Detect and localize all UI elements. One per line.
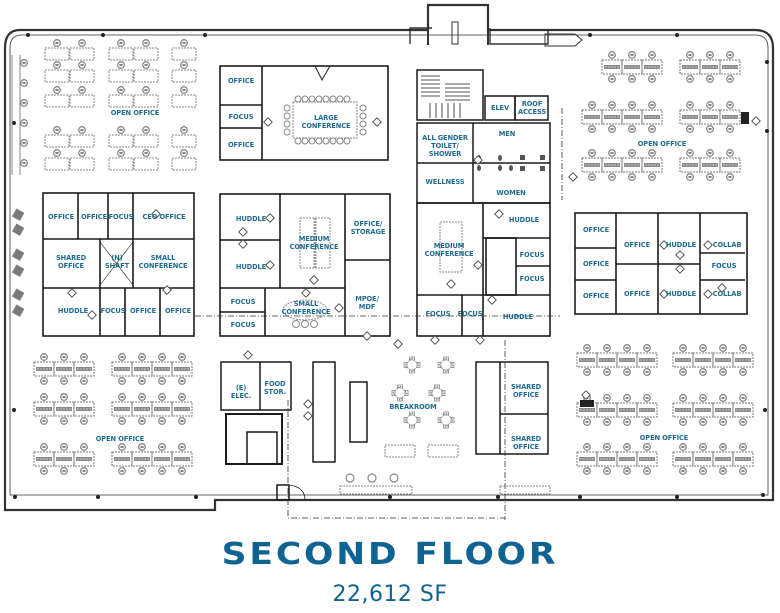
sw-open-office-furniture — [34, 354, 192, 475]
office-w4-label: OFFICE — [164, 306, 192, 315]
medium-conference-table — [299, 217, 331, 269]
huddle-c1-label: HUDDLE — [235, 214, 267, 223]
exterior-wall — [3, 3, 775, 512]
large-conference-table — [283, 95, 367, 145]
collab-1-label: COLLAB — [712, 240, 742, 249]
floor-title: SECOND FLOOR — [221, 537, 559, 572]
collab-2-label: COLLAB — [712, 289, 742, 298]
office-a-label: OFFICE — [227, 76, 255, 85]
office-e3-label: OFFICE — [582, 291, 610, 300]
open-office-sw-label: OPEN OFFICE — [95, 434, 145, 443]
focus-e3-label: FOCUS — [425, 309, 451, 318]
huddle-w-label: HUDDLE — [57, 306, 89, 315]
office-e1-label: OFFICE — [582, 225, 610, 234]
east-center-block — [416, 202, 551, 337]
office-b-label: OFFICE — [227, 140, 255, 149]
elevator-label: ELEV — [490, 103, 510, 112]
focus-e2-label: FOCUS — [519, 274, 545, 283]
focus-w2-label: FOCUS — [100, 306, 126, 315]
small-conference-chairs — [282, 299, 328, 328]
huddle-e2-label: HUDDLE — [502, 312, 534, 321]
south-center-block — [220, 361, 549, 501]
east-office-block — [574, 212, 748, 315]
ceo-office-label: CEO OFFICE — [142, 212, 186, 221]
medium-conference-e-table — [439, 221, 463, 273]
breakroom-furniture — [339, 356, 551, 495]
north-center-block — [219, 65, 389, 161]
focus-e1-label: FOCUS — [519, 250, 545, 259]
breakroom-label: BREAKROOM — [389, 402, 437, 411]
focus-w1-label: FOCUS — [108, 212, 134, 221]
office-storage-label: OFFICE/STORAGE — [350, 219, 386, 236]
office-w1-label: OFFICE — [47, 212, 75, 221]
women-restroom-label: WOMEN — [496, 188, 526, 197]
focus-e5-label: FOCUS — [711, 261, 737, 270]
office-w3-label: OFFICE — [129, 306, 157, 315]
open-office-ne-label: OPEN OFFICE — [637, 139, 687, 148]
open-office-nw-label: OPEN OFFICE — [110, 108, 160, 117]
men-restroom-label: MEN — [498, 129, 516, 138]
elec-label: (E)ELEC. — [230, 383, 252, 400]
nw-open-office-furniture — [11, 40, 196, 175]
focus-c1-label: FOCUS — [230, 297, 256, 306]
huddle-c2-label: HUDDLE — [235, 262, 267, 271]
mpoe-mdf-label: MPOE/MDF — [355, 294, 379, 311]
huddle-e3-label: HUDDLE — [665, 240, 697, 249]
wellness-label: WELLNESS — [425, 177, 465, 186]
office-w2-label: OFFICE — [80, 212, 108, 221]
huddle-e1-label: HUDDLE — [508, 215, 540, 224]
office-e2-label: OFFICE — [582, 259, 610, 268]
west-lounge-chairs — [12, 208, 25, 317]
focus-e4-label: FOCUS — [457, 309, 483, 318]
dash-lines — [195, 108, 563, 520]
shaft-label: (N)SHAFT — [104, 253, 130, 270]
floor-area: 22,612 SF — [332, 582, 448, 607]
huddle-e4-label: HUDDLE — [665, 289, 697, 298]
open-office-se-label: OPEN OFFICE — [639, 433, 689, 442]
center-block — [219, 193, 391, 337]
ne-open-office-furniture — [582, 52, 749, 181]
focus-a-label: FOCUS — [228, 112, 254, 121]
focus-c2-label: FOCUS — [230, 320, 256, 329]
office-e4-label: OFFICE — [623, 240, 651, 249]
se-open-office-furniture — [577, 345, 753, 475]
columns — [12, 33, 769, 499]
floor-plan — [3, 3, 775, 520]
office-e5-label: OFFICE — [623, 289, 651, 298]
